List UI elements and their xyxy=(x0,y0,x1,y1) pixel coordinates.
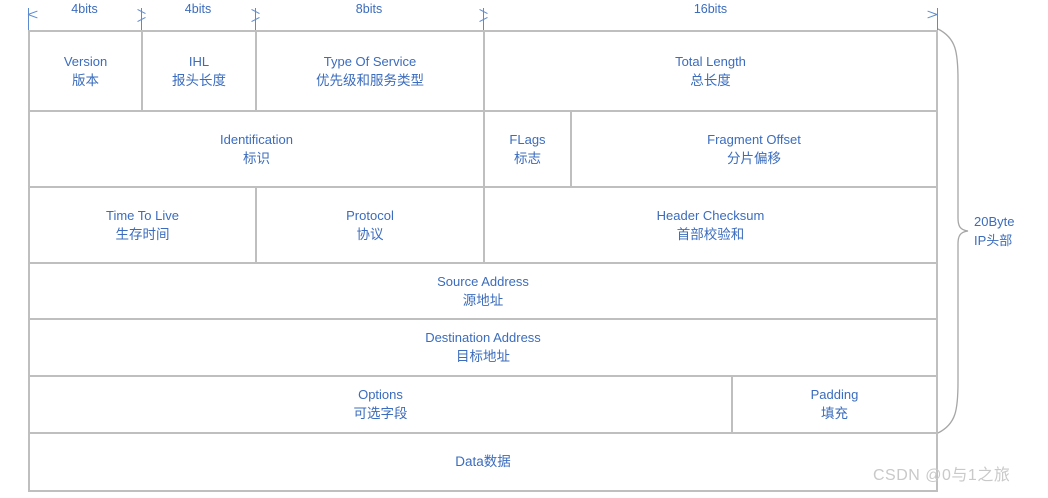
field-label-en: IHL xyxy=(188,53,210,69)
ruler-arrow-left-icon xyxy=(28,8,38,21)
field-label-zh: 标志 xyxy=(514,150,541,166)
field-label-zh: 生存时间 xyxy=(115,226,170,242)
ruler-segment-4bits-ihl: 4bits xyxy=(141,0,255,30)
field-flags: FLags 标志 xyxy=(485,112,572,186)
field-label-zh: 标识 xyxy=(243,150,270,166)
field-label-en: Type Of Service xyxy=(323,53,417,69)
field-fragment-offset: Fragment Offset 分片偏移 xyxy=(572,112,936,186)
ruler-segment-4bits-version: 4bits xyxy=(28,0,141,30)
ruler-tick xyxy=(483,8,484,30)
ruler-end-bar xyxy=(937,8,938,30)
field-destination-address: Destination Address 目标地址 xyxy=(30,320,936,375)
ruler-tick xyxy=(141,8,142,30)
table-row: Identification 标识 FLags 标志 Fragment Offs… xyxy=(30,112,938,188)
field-label-en: Source Address xyxy=(437,273,529,289)
ruler-label-text: 8bits xyxy=(351,2,387,16)
table-row: Destination Address 目标地址 xyxy=(30,320,938,377)
field-time-to-live: Time To Live 生存时间 xyxy=(30,188,257,262)
field-options: Options 可选字段 xyxy=(30,377,733,432)
field-label-zh: 分片偏移 xyxy=(727,150,781,166)
field-label-en: FLags xyxy=(509,131,546,147)
field-type-of-service: Type Of Service 优先级和服务类型 xyxy=(257,32,485,110)
header-span-brace-icon xyxy=(937,28,969,434)
table-row: Data数据 xyxy=(30,434,938,492)
field-label-en: Destination Address xyxy=(425,330,541,345)
ruler-label: 16bits xyxy=(483,2,938,16)
field-label-zh: 总长度 xyxy=(690,72,731,88)
table-row: Source Address 源地址 xyxy=(30,264,938,320)
table-row: Version 版本 IHL 报头长度 Type Of Service 优先级和… xyxy=(30,32,938,112)
ruler-label-text: 4bits xyxy=(67,2,102,16)
ruler-label-text: 4bits xyxy=(180,2,216,16)
brace-label-line1: 20Byte xyxy=(974,214,1015,229)
field-ihl: IHL 报头长度 xyxy=(143,32,257,110)
brace-label-line2: IP头部 xyxy=(974,233,1013,248)
field-label-zh: 首部校验和 xyxy=(676,226,745,242)
field-label-zh: 协议 xyxy=(356,226,384,242)
ruler-segment-16bits-total-length: 16bits xyxy=(483,0,938,30)
field-protocol: Protocol 协议 xyxy=(257,188,485,262)
field-label-en: Header Checksum xyxy=(656,207,765,223)
field-padding: Padding 填充 xyxy=(733,377,936,432)
table-row: Options 可选字段 Padding 填充 xyxy=(30,377,938,434)
field-label-en: Options xyxy=(358,387,403,402)
csdn-watermark: CSDN @0与1之旅 xyxy=(873,467,1011,484)
ruler-tick xyxy=(255,8,256,30)
field-label-en: Identification xyxy=(220,131,293,147)
ruler-label-text: 16bits xyxy=(689,2,732,16)
field-label-zh: 优先级和服务类型 xyxy=(316,72,424,88)
field-label-en: Padding xyxy=(810,387,859,402)
ruler-label: 4bits xyxy=(141,2,255,16)
field-label-zh: 源地址 xyxy=(462,292,504,308)
field-label-zh: 目标地址 xyxy=(456,349,510,364)
field-source-address: Source Address 源地址 xyxy=(30,264,936,318)
field-total-length: Total Length 总长度 xyxy=(485,32,936,110)
field-label-zh: 填充 xyxy=(821,406,848,421)
field-version: Version 版本 xyxy=(30,32,143,110)
field-label-data: Data数据 xyxy=(455,454,511,469)
ruler-segment-8bits-tos: 8bits xyxy=(255,0,483,30)
field-label-zh: 报头长度 xyxy=(172,72,226,88)
field-label-en: Time To Live xyxy=(106,207,179,223)
field-data: Data数据 xyxy=(30,434,936,490)
field-label-en: Protocol xyxy=(346,207,394,223)
field-label-en: Total Length xyxy=(675,53,746,69)
field-label-en: Version xyxy=(63,53,108,69)
field-identification: Identification 标识 xyxy=(30,112,485,186)
field-label-zh: 版本 xyxy=(72,72,99,88)
field-label-zh: 可选字段 xyxy=(353,406,408,421)
ruler-label: 8bits xyxy=(255,2,483,16)
ruler-arrow-right-icon xyxy=(927,8,937,21)
ip-header-table: Version 版本 IHL 报头长度 Type Of Service 优先级和… xyxy=(28,30,938,492)
ruler-label: 4bits xyxy=(28,2,141,16)
table-row: Time To Live 生存时间 Protocol 协议 Header Che… xyxy=(30,188,938,264)
brace-label: 20Byte IP头部 xyxy=(974,212,1014,250)
field-label-en: Fragment Offset xyxy=(707,131,801,147)
field-header-checksum: Header Checksum 首部校验和 xyxy=(485,188,936,262)
bit-width-ruler: 4bits 4bits 8bits 16bits xyxy=(28,0,938,30)
